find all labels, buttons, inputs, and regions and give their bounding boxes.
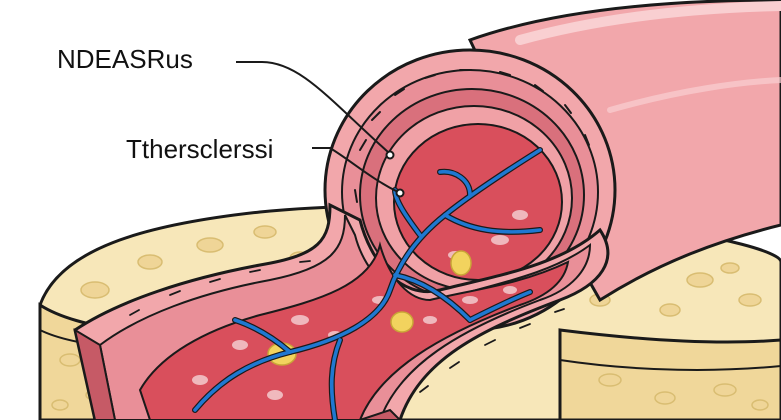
leader-line: [236, 61, 405, 198]
artery-opened-channel: [73, 147, 610, 420]
diagram-label-outer: NDEASRus: [57, 44, 193, 74]
diagram-label-inner: Tthersclerssi: [126, 134, 274, 164]
